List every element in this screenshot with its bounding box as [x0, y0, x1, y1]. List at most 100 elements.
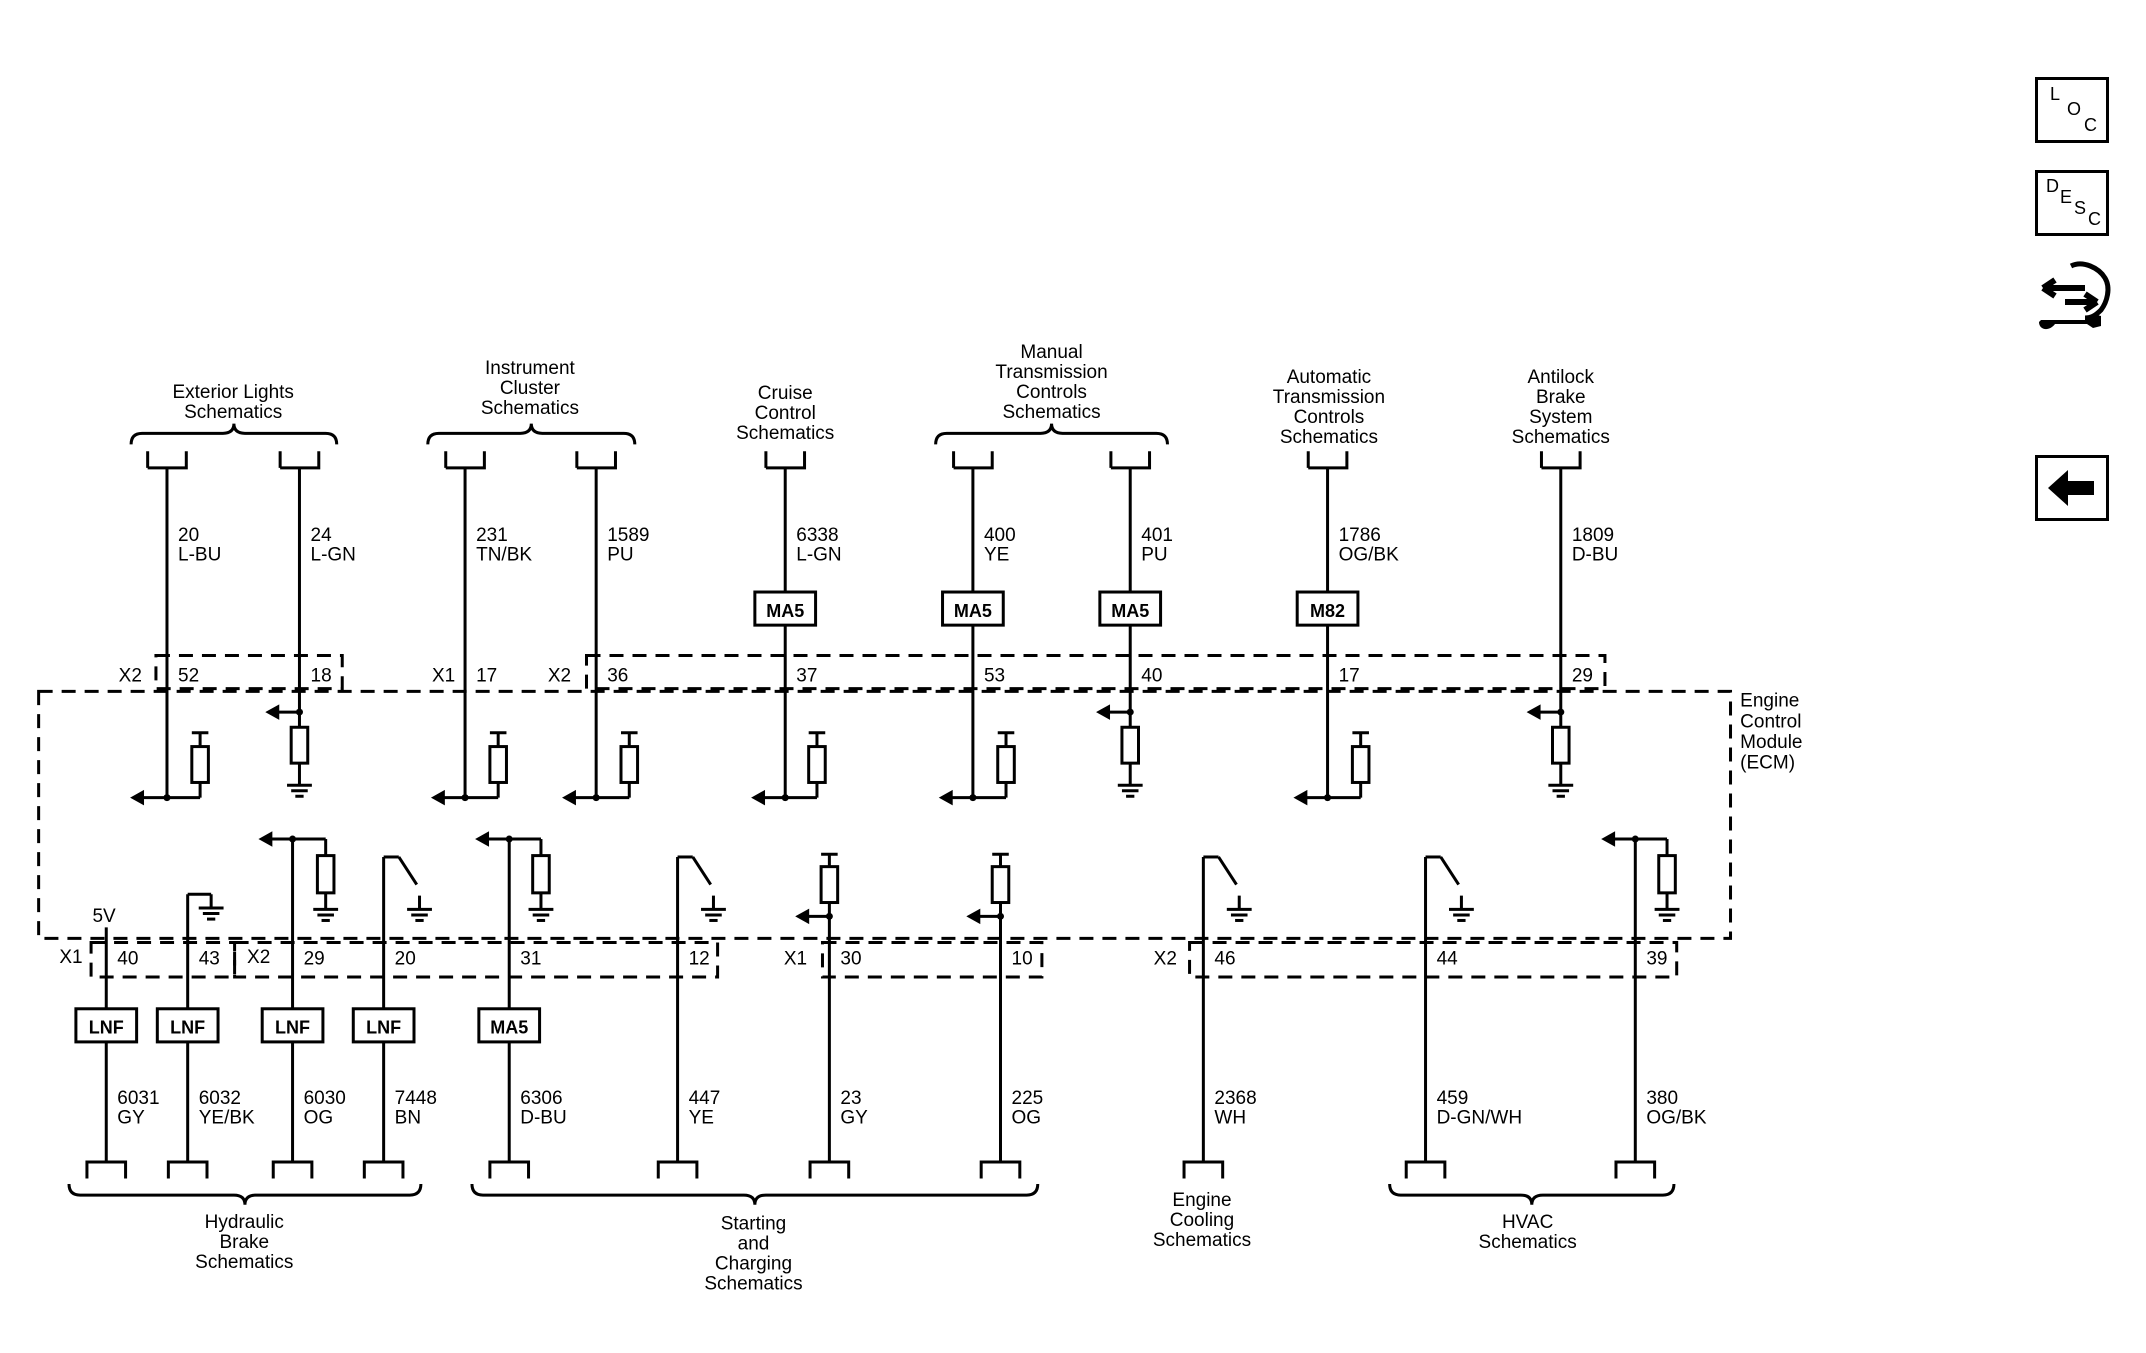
resistor — [289, 725, 310, 765]
connector-terminal — [1539, 451, 1582, 470]
resistor — [819, 865, 840, 905]
connector-terminal — [979, 1160, 1022, 1179]
arrow-symbol — [1601, 831, 1616, 847]
wire-circuit-number: 6032 — [199, 1088, 241, 1109]
junction-dot — [1557, 708, 1565, 716]
ecm-label: (ECM) — [1740, 753, 1795, 774]
option-label: MA5 — [766, 601, 804, 621]
connector-terminal — [362, 1160, 405, 1179]
location-button[interactable]: L O C — [2035, 77, 2109, 143]
wire-color-code: L-BU — [178, 544, 221, 565]
top-group-label: Controls — [1016, 382, 1087, 403]
ecm-boundary — [37, 689, 1733, 940]
pin-number: 29 — [304, 949, 325, 970]
arrow-symbol — [258, 831, 273, 847]
loc-letter-c: C — [2084, 115, 2097, 135]
wire-circuit-number: 447 — [689, 1088, 721, 1109]
wire-color-code: OG/BK — [1646, 1107, 1707, 1128]
wire-color-code: WH — [1214, 1107, 1246, 1128]
option-label: MA5 — [490, 1018, 528, 1038]
wire-circuit-number: 6031 — [117, 1088, 159, 1109]
connector-terminal — [656, 1160, 699, 1179]
wire-color-code: D-BU — [520, 1107, 566, 1128]
resistor — [488, 745, 508, 784]
top-group-label: Schematics — [1002, 402, 1100, 423]
top-group-brace — [426, 423, 637, 445]
switch-contact — [397, 856, 419, 886]
resistor — [619, 745, 640, 784]
top-group-brace — [934, 423, 1169, 445]
pin-number: 46 — [1214, 949, 1235, 970]
service-tools-button[interactable] — [2035, 258, 2115, 342]
junction-dot — [295, 708, 303, 716]
pin-number: 40 — [1141, 666, 1162, 687]
connector-terminal — [488, 1160, 531, 1179]
connector-terminal — [85, 1160, 128, 1179]
pin-number: 18 — [311, 666, 332, 687]
wire-circuit-number: 380 — [1646, 1088, 1678, 1109]
wire-color-code: BN — [395, 1107, 421, 1128]
wire-color-code: OG — [1012, 1107, 1042, 1128]
junction-dot — [505, 835, 513, 843]
connector-terminal — [575, 451, 617, 470]
top-group-label: Brake — [1536, 387, 1586, 408]
arrow-symbol — [430, 789, 445, 806]
hand-wrench-icon — [2039, 261, 2111, 330]
loc-letter-l: L — [2050, 84, 2061, 104]
supply-voltage-label: 5V — [92, 906, 116, 927]
description-button[interactable]: D E S C — [2035, 170, 2109, 236]
wire-color-code: YE/BK — [199, 1107, 255, 1128]
wire-circuit-number: 6338 — [796, 525, 838, 546]
option-label: LNF — [89, 1018, 124, 1038]
bottom-group-label: and — [738, 1234, 770, 1255]
junction-dot — [163, 794, 171, 802]
connector-terminal — [1306, 451, 1349, 470]
bottom-group-brace — [67, 1183, 423, 1205]
pin-number: 10 — [1012, 949, 1033, 970]
wire-circuit-number: 459 — [1437, 1088, 1469, 1109]
wire-circuit-number: 6030 — [304, 1088, 346, 1109]
junction-dot — [825, 912, 833, 920]
arrow-symbol — [1526, 704, 1541, 720]
top-group-label: Schematics — [481, 398, 579, 419]
option-label: M82 — [1310, 601, 1345, 621]
pin-number: 44 — [1437, 949, 1459, 970]
option-box — [477, 1007, 542, 1044]
top-group-label: Control — [755, 403, 816, 424]
back-button[interactable] — [2035, 455, 2109, 521]
wire-color-code: OG — [304, 1107, 334, 1128]
top-group-label: Exterior Lights — [172, 382, 293, 403]
junction-dot — [969, 794, 977, 802]
resistor — [1350, 745, 1371, 784]
connector-terminal — [271, 1160, 314, 1179]
junction-dot — [781, 794, 789, 802]
option-box — [260, 1007, 325, 1044]
wire-color-code: L-GN — [796, 544, 841, 565]
desc-letter-c: C — [2088, 209, 2101, 229]
ecm-label: Control — [1740, 711, 1801, 732]
option-box — [1098, 590, 1163, 627]
option-box — [155, 1007, 220, 1044]
wire-circuit-number: 23 — [840, 1088, 861, 1109]
wire-color-code: OG/BK — [1339, 544, 1400, 565]
pin-number: 30 — [840, 949, 861, 970]
connector-terminal — [166, 1160, 209, 1179]
top-group-label: Antilock — [1528, 367, 1595, 388]
switch-contact — [1217, 856, 1238, 886]
connector-label: X2 — [119, 666, 142, 687]
bottom-group-label: Cooling — [1170, 1210, 1234, 1231]
pin-number: 17 — [1339, 666, 1360, 687]
pin-number: 20 — [395, 949, 416, 970]
junction-dot — [289, 835, 297, 843]
wire-circuit-number: 231 — [476, 525, 508, 546]
wire-circuit-number: 1809 — [1572, 525, 1614, 546]
desc-letter-d: D — [2046, 176, 2059, 196]
resistor — [531, 854, 551, 895]
connector-terminal — [1182, 1160, 1225, 1179]
arrow-symbol — [475, 831, 490, 847]
wire-color-code: GY — [117, 1107, 145, 1128]
resistor — [1551, 725, 1571, 765]
junction-dot — [1126, 708, 1134, 716]
arrow-left-icon — [2048, 470, 2094, 506]
